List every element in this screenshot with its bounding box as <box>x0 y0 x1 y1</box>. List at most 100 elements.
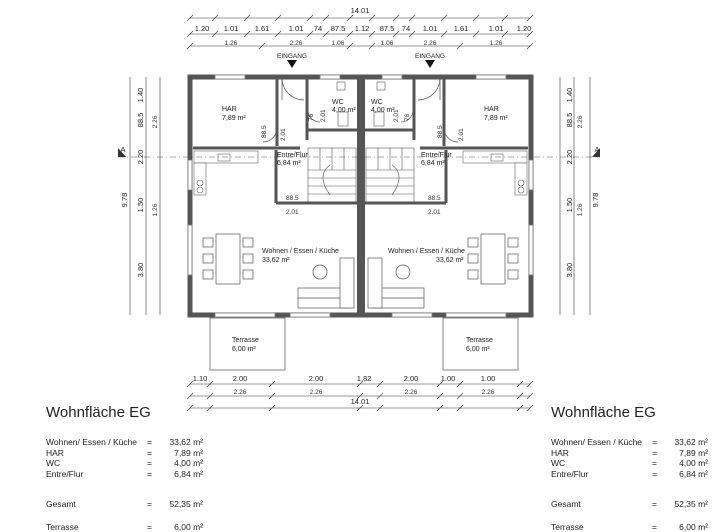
room-wc-left: WC <box>332 99 344 106</box>
top-dim-10: 1.61 <box>454 24 469 33</box>
top-dim2-0: 1.26 <box>225 40 238 47</box>
inner-dim-10: 2.01 <box>286 209 299 216</box>
room-terrace-left-area: 6,00 m² <box>232 346 256 353</box>
room-wc-right-area: 4,00 m² <box>371 107 395 114</box>
side-left-dim-0: 1.40 <box>136 88 145 103</box>
top-dim2-5: 1.26 <box>490 40 503 47</box>
bottom-dim-5: 1.00 <box>441 374 456 383</box>
side-right-dim2-0: 2.26 <box>577 115 584 128</box>
top-dim-1: 1.01 <box>224 24 239 33</box>
side-left-dim2-0: 2.26 <box>152 115 159 128</box>
table-row: WC=4,00 m² <box>46 458 203 469</box>
room-flur-right-area: 6,84 m² <box>421 160 445 167</box>
table-row: Entre/Flur=6,84 m² <box>46 469 203 480</box>
room-flur-left: Entre/Flur <box>277 152 308 159</box>
room-terrace-right: Terrasse <box>466 337 493 344</box>
inner-dim-5: 76 <box>404 113 411 121</box>
bottom-dim2-3: 2.26 <box>482 389 495 396</box>
room-living-left: Wohnen / Essen / Küche <box>262 248 339 255</box>
inner-dim-2: 2.01 <box>280 128 287 141</box>
room-har-left: HAR <box>222 106 237 113</box>
top-dim-8: 74 <box>402 24 410 33</box>
total-row: Gesamt=52,35 m² <box>551 499 708 510</box>
bottom-dim-0: 1.10 <box>193 374 208 383</box>
side-right-dim2-1: 1.26 <box>577 203 584 216</box>
bottom-dim2-2: 2.26 <box>405 389 418 396</box>
top-dim-7: 87.5 <box>380 24 395 33</box>
room-har-right: HAR <box>484 106 499 113</box>
total-row: Gesamt=52,35 m² <box>46 499 203 510</box>
inner-dim-11: 88.5 <box>428 195 441 202</box>
total-width-bottom: 14.01 <box>351 397 370 406</box>
table-row: Wohnen/ Essen / Küche=33,62 m² <box>551 437 708 448</box>
room-har-left-area: 7,89 m² <box>222 115 246 122</box>
side-left-dim-3: 1.50 <box>136 198 145 213</box>
table-row: Wohnen/ Essen / Küche=33,62 m² <box>46 437 203 448</box>
room-wc-left-area: 4,00 m² <box>332 107 356 114</box>
room-har-right-area: 7,89 m² <box>484 115 508 122</box>
area-table-title: Wohnfläche EG <box>551 404 708 421</box>
room-living-right: Wohnen / Essen / Küche <box>388 248 465 255</box>
top-dim-6: 1.12 <box>355 24 370 33</box>
top-dim2-4: 2.26 <box>424 40 437 47</box>
total-width-top: 14.01 <box>351 6 370 15</box>
bottom-dim-1: 2.00 <box>233 374 248 383</box>
room-living-right-area: 33,62 m² <box>436 257 464 264</box>
room-flur-left-area: 6,84 m² <box>277 160 301 167</box>
side-left-dim2-1: 1.26 <box>152 203 159 216</box>
room-living-left-area: 33,62 m² <box>262 257 290 264</box>
table-row: Entre/Flur=6,84 m² <box>551 469 708 480</box>
top-dim-2: 1.61 <box>255 24 270 33</box>
terrace-row: Terrasse=6,00 m² <box>46 522 203 532</box>
top-dim-5: 87.5 <box>331 24 346 33</box>
side-right-dim-3: 1.50 <box>565 198 574 213</box>
bottom-dim-6: 1.00 <box>481 374 496 383</box>
section-marker-right: A <box>594 145 599 154</box>
inner-dim-1: 88.5 <box>261 125 268 138</box>
area-table-title: Wohnfläche EG <box>46 404 203 421</box>
side-right-dim-0: 1.40 <box>565 88 574 103</box>
side-right-dim-4: 3.80 <box>565 263 574 278</box>
room-flur-right: Entre/Flur <box>421 152 452 159</box>
room-terrace-right-area: 6,00 m² <box>466 346 490 353</box>
terrace-row: Terrasse=6,00 m² <box>551 522 708 532</box>
room-terrace-left: Terrasse <box>232 337 259 344</box>
top-dim-11: 1.01 <box>489 24 504 33</box>
top-dim2-1: 2.26 <box>290 40 303 47</box>
inner-dim-3: 76 <box>308 113 315 121</box>
side-right-dim-2: 2.20 <box>565 150 574 165</box>
table-row: HAR=7,89 m² <box>46 448 203 459</box>
area-table-left: Wohnfläche EG Wohnen/ Essen / Küche=33,6… <box>46 404 203 532</box>
inner-dim-6: 2.01 <box>393 109 400 122</box>
side-left-dim-2: 2.20 <box>136 150 145 165</box>
bottom-dimensions <box>187 381 533 411</box>
top-dim2-2: 1.06 <box>332 40 345 47</box>
entrance-left: EINGANG <box>277 53 307 60</box>
area-table-right: Wohnfläche EG Wohnen/ Essen / Küche=33,6… <box>551 404 708 532</box>
top-dim-9: 1.01 <box>423 24 438 33</box>
bottom-dim-3: 1.82 <box>357 374 372 383</box>
bottom-dim-2: 2.00 <box>309 374 324 383</box>
section-marker-left: A <box>120 145 125 154</box>
top-dim2-3: 1.06 <box>381 40 394 47</box>
room-wc-right: WC <box>371 99 383 106</box>
inner-dim-12: 2.01 <box>428 209 441 216</box>
inner-dim-4: 2.01 <box>320 109 327 122</box>
table-row: WC=4,00 m² <box>551 458 708 469</box>
side-right-dim-1: 88.5 <box>565 113 574 128</box>
entrance-right: EINGANG <box>415 53 445 60</box>
top-dim-4: 74 <box>314 24 322 33</box>
bottom-dim2-1: 2.26 <box>310 389 323 396</box>
side-right-total: 9.78 <box>591 193 600 208</box>
bottom-dim-4: 2.00 <box>404 374 419 383</box>
inner-dim-8: 2.01 <box>458 128 465 141</box>
table-row: HAR=7,89 m² <box>551 448 708 459</box>
inner-dim-9: 88.5 <box>286 195 299 202</box>
building: A A <box>118 60 600 370</box>
side-left-dim-1: 88.5 <box>136 113 145 128</box>
side-left-dim-4: 3.80 <box>136 263 145 278</box>
bottom-dim2-0: 2.26 <box>234 389 247 396</box>
top-dim-0: 1.20 <box>195 24 210 33</box>
side-left-total: 9.78 <box>120 193 129 208</box>
inner-dim-7: 88.5 <box>437 125 444 138</box>
